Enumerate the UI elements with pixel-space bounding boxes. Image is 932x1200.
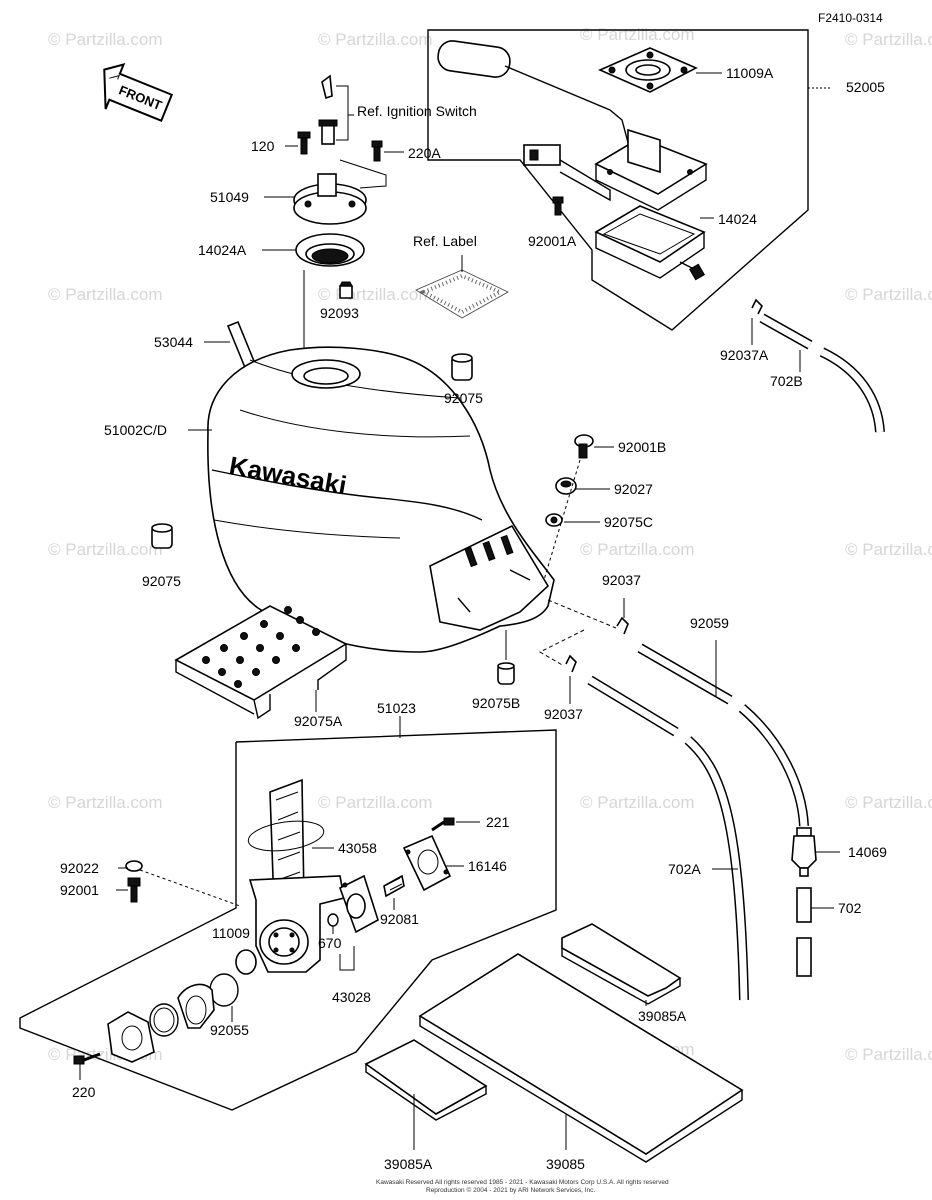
label-51023: 51023 [377, 700, 416, 716]
watermark: © Partzilla.com [580, 793, 695, 812]
label-11009: 11009 [212, 925, 250, 941]
label-220A: 220A [408, 145, 441, 161]
watermark: © Partzilla.com [318, 30, 433, 49]
label-92037-bottom: 92037 [544, 706, 583, 722]
fuel-gauge-assembly [427, 29, 830, 331]
ref-label-card [415, 255, 509, 319]
watermark: © Partzilla.com [48, 285, 163, 304]
label-92081: 92081 [380, 911, 419, 927]
label-92075-left: 92075 [142, 573, 181, 589]
label-51049: 51049 [210, 189, 249, 205]
damper-92075-top [451, 353, 473, 381]
fuel-hoses [538, 598, 840, 1001]
label-43028: 43028 [332, 989, 371, 1005]
label-52005: 52005 [846, 79, 885, 95]
label-221: 221 [486, 814, 510, 830]
watermark: © Partzilla.com [580, 540, 695, 559]
label-92055: 92055 [210, 1022, 249, 1038]
label-92022: 92022 [60, 860, 99, 876]
label-39085A-right: 39085A [638, 1008, 687, 1024]
annotation-ignition-switch: Ref. Ignition Switch [357, 103, 477, 119]
label-14024: 14024 [718, 211, 757, 227]
watermark: © Partzilla.com [318, 285, 433, 304]
label-39085A-left: 39085A [384, 1156, 433, 1172]
rubber-pad-92075A [174, 605, 348, 720]
label-11009A: 11009A [726, 65, 774, 81]
label-702A: 702A [668, 861, 701, 877]
label-92001A: 92001A [528, 233, 577, 249]
damper-92075B [497, 630, 515, 685]
watermark: © Partzilla.com [48, 793, 163, 812]
label-702B: 702B [770, 373, 803, 389]
label-92075-top: 92075 [444, 390, 483, 406]
watermark: © Partzilla.com [318, 793, 433, 812]
label-92037-top: 92037 [602, 572, 641, 588]
watermark: © Partzilla.com [48, 540, 163, 559]
annotation-ref-label: Ref. Label [413, 233, 477, 249]
fuel-cock-assembly [19, 716, 557, 1111]
pads-39085 [364, 923, 744, 1163]
watermark: © Partzilla.com [845, 30, 932, 49]
fuel-tank: Kawasaki [188, 346, 555, 653]
label-92001B: 92001B [618, 439, 666, 455]
label-43058: 43058 [338, 840, 377, 856]
hose-702B [751, 298, 885, 433]
watermark: © Partzilla.com [48, 30, 163, 49]
copyright-line-1: Kawasaki Reserved All rights reserved 19… [376, 1179, 669, 1186]
fuel-cap-parts [204, 74, 404, 372]
label-51002CD: 51002C/D [104, 422, 167, 438]
figure-code: F2410-0314 [818, 11, 883, 25]
watermark: © Partzilla.com [845, 540, 932, 559]
label-92075A: 92075A [294, 713, 343, 729]
label-120: 120 [251, 138, 275, 154]
label-14024A: 14024A [198, 242, 247, 258]
copyright-line-2: Reproduction © 2004 - 2021 by ARI Networ… [426, 1186, 595, 1194]
label-220: 220 [72, 1084, 96, 1100]
label-92075C: 92075C [604, 514, 653, 530]
watermark: © Partzilla.com [580, 25, 695, 44]
label-670: 670 [318, 935, 342, 951]
label-92093: 92093 [320, 305, 359, 321]
label-16146: 16146 [468, 858, 507, 874]
label-702: 702 [838, 900, 862, 916]
label-92037A: 92037A [720, 347, 769, 363]
mount-hardware [543, 434, 614, 581]
damper-92075-left [151, 523, 173, 549]
label-39085: 39085 [546, 1156, 585, 1172]
label-14069: 14069 [848, 844, 887, 860]
watermark: © Partzilla.com [845, 1045, 932, 1064]
label-92059: 92059 [690, 615, 729, 631]
label-92001: 92001 [60, 882, 99, 898]
label-92027: 92027 [614, 481, 653, 497]
watermark: © Partzilla.com [845, 285, 932, 304]
label-53044: 53044 [154, 334, 193, 350]
label-92075B: 92075B [472, 695, 520, 711]
watermark: © Partzilla.com [845, 793, 932, 812]
front-arrow-icon: FRONT [103, 63, 174, 123]
